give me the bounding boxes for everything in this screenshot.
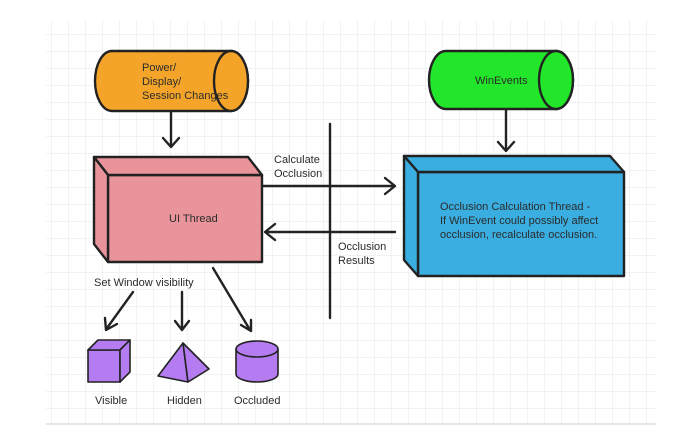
occlusion-thread-label: Occlusion Calculation Thread - If WinEve… [440, 201, 601, 241]
occlusion-thread-line-2: If WinEvent could possibly affect [440, 215, 598, 227]
ui-thread-box: UI Thread [92, 155, 264, 264]
arrow-occlusion-results [263, 222, 397, 242]
occlusion-results-line-1: Occlusion [338, 241, 386, 253]
arrow-to-visible [103, 290, 135, 332]
ui-thread-label: UI Thread [169, 213, 218, 225]
occlusion-calculation-thread-box: Occlusion Calculation Thread - If WinEve… [402, 154, 626, 278]
calculate-occlusion-line-2: Occlusion [274, 168, 322, 180]
arrow-calculate-occlusion [261, 176, 397, 196]
power-display-session-source: Power/ Display/ Session Changes [93, 49, 250, 113]
winevents-label: WinEvents [475, 75, 528, 87]
visible-cube-icon [87, 339, 131, 383]
power-label: Power/ Display/ Session Changes [142, 62, 229, 102]
power-label-line-2: Display/ [142, 76, 182, 88]
winevents-source: WinEvents [427, 49, 575, 111]
occlusion-results-line-2: Results [338, 255, 375, 267]
arrow-to-hidden [173, 290, 191, 332]
calculate-occlusion-label: Calculate Occlusion [274, 154, 323, 180]
calculate-occlusion-line-1: Calculate [274, 154, 320, 166]
arrow-to-occluded [211, 266, 253, 333]
occlusion-thread-line-3: occlusion, recalculate occlusion. [440, 229, 597, 241]
occluded-label: Occluded [234, 395, 280, 407]
occlusion-results-label: Occlusion Results [338, 241, 389, 267]
arrow-power-to-ui-thread [161, 110, 181, 149]
arrow-winevents-to-occlusion-thread [496, 108, 516, 153]
hidden-pyramid-icon [157, 342, 210, 383]
occluded-cylinder-icon [235, 340, 279, 383]
power-label-line-1: Power/ [142, 62, 177, 74]
occlusion-thread-line-1: Occlusion Calculation Thread - [440, 201, 591, 213]
set-window-visibility-label: Set Window visibility [94, 277, 194, 289]
visible-label: Visible [95, 395, 127, 407]
power-label-line-3: Session Changes [142, 90, 229, 102]
hidden-label: Hidden [167, 395, 202, 407]
